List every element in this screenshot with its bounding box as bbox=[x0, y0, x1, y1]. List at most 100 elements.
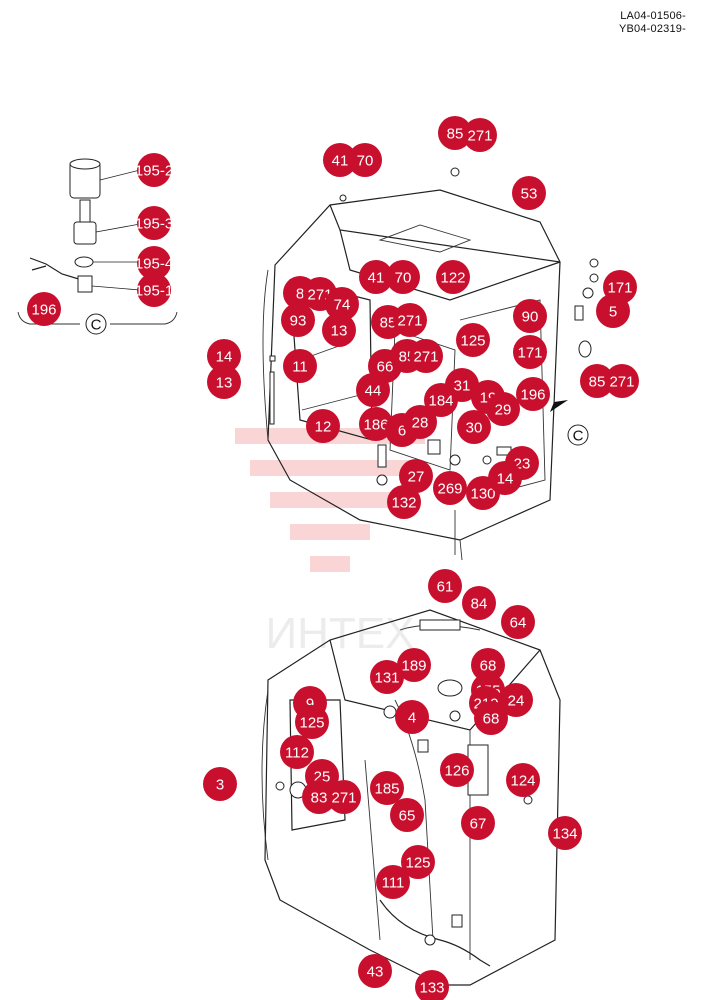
callout-196: 196 bbox=[516, 377, 550, 411]
callout-271: 271 bbox=[327, 780, 361, 814]
callout-label: 30 bbox=[466, 420, 483, 437]
callout-134: 134 bbox=[548, 816, 582, 850]
callout-label: 41 bbox=[332, 153, 349, 170]
callout-label: 9 bbox=[306, 696, 314, 713]
callout-label: 6 bbox=[398, 423, 406, 440]
callout-label: 185 bbox=[374, 781, 399, 798]
callout-85: 85 bbox=[438, 116, 472, 150]
callout-13: 13 bbox=[207, 365, 241, 399]
callout-131: 131 bbox=[370, 660, 404, 694]
callout-41: 41 bbox=[359, 260, 393, 294]
callout-label: 171 bbox=[517, 345, 542, 362]
callout-68: 68 bbox=[471, 648, 505, 682]
callout-label: 68 bbox=[480, 658, 497, 675]
callout-label: 29 bbox=[495, 402, 512, 419]
callout-90: 90 bbox=[513, 299, 547, 333]
callout-125: 125 bbox=[401, 845, 435, 879]
callout-41: 41 bbox=[323, 143, 357, 177]
callout-189: 189 bbox=[397, 648, 431, 682]
callout-label: 11 bbox=[292, 359, 308, 376]
callout-label: 61 bbox=[437, 579, 454, 596]
callout-186: 186 bbox=[359, 407, 393, 441]
callout-label: 195-4 bbox=[135, 256, 173, 273]
callout-122: 122 bbox=[436, 260, 470, 294]
callout-label: 13 bbox=[331, 323, 348, 340]
callout-label: 43 bbox=[367, 964, 384, 981]
callout-label: 124 bbox=[510, 773, 535, 790]
callout-84: 84 bbox=[462, 586, 496, 620]
callout-70: 70 bbox=[348, 143, 382, 177]
callout-171: 171 bbox=[603, 270, 637, 304]
callout-83: 83 bbox=[302, 780, 336, 814]
callout-label: 28 bbox=[412, 415, 429, 432]
callout-3: 3 bbox=[203, 767, 237, 801]
callout-label: 125 bbox=[460, 333, 485, 350]
callout-43: 43 bbox=[358, 954, 392, 988]
callout-61: 61 bbox=[428, 569, 462, 603]
callout-70: 70 bbox=[386, 260, 420, 294]
callout-label: 271 bbox=[609, 374, 634, 391]
callout-label: 271 bbox=[467, 128, 492, 145]
callout-label: 93 bbox=[290, 313, 307, 330]
callout-label: 83 bbox=[311, 790, 328, 807]
callout-label: 130 bbox=[470, 486, 495, 503]
callout-185: 185 bbox=[370, 771, 404, 805]
callout-label: 171 bbox=[607, 280, 632, 297]
callout-label: 13 bbox=[216, 375, 233, 392]
callout-label: 125 bbox=[299, 715, 324, 732]
callout-13: 13 bbox=[322, 313, 356, 347]
callout-label: 66 bbox=[377, 359, 394, 376]
callout-label: 132 bbox=[391, 495, 416, 512]
watermark-text: ИНТЕХ bbox=[266, 609, 415, 658]
callout-271: 271 bbox=[605, 364, 639, 398]
callout-label: 134 bbox=[552, 826, 577, 843]
callout-27: 27 bbox=[399, 459, 433, 493]
callout-68: 68 bbox=[474, 701, 508, 735]
callout-label: 67 bbox=[470, 816, 487, 833]
callout-label: 271 bbox=[331, 790, 356, 807]
callout-271: 271 bbox=[409, 339, 443, 373]
callout-label: 65 bbox=[399, 808, 416, 825]
callout-label: 271 bbox=[397, 313, 422, 330]
callout-label: 84 bbox=[471, 596, 488, 613]
callout-label: 131 bbox=[374, 670, 399, 687]
callout-67: 67 bbox=[461, 806, 495, 840]
callout-label: 112 bbox=[285, 745, 309, 762]
callout-11: 11 bbox=[283, 349, 317, 383]
callout-124: 124 bbox=[506, 763, 540, 797]
callout-195-3: 195-3 bbox=[135, 206, 173, 240]
callout-label: 31 bbox=[454, 378, 471, 395]
callout-label: 27 bbox=[408, 469, 425, 486]
detail-c-arrow-label: C bbox=[573, 428, 584, 445]
callout-label: 85 bbox=[380, 315, 397, 332]
callout-label: 8 bbox=[296, 286, 304, 303]
callout-112: 112 bbox=[280, 735, 314, 769]
callout-label: 196 bbox=[520, 387, 545, 404]
callout-85: 85 bbox=[580, 364, 614, 398]
callout-133: 133 bbox=[415, 970, 449, 1000]
callout-74: 74 bbox=[325, 287, 359, 321]
callout-label: 44 bbox=[365, 383, 382, 400]
callout-30: 30 bbox=[457, 410, 491, 444]
callout-label: 184 bbox=[428, 393, 453, 410]
callout-171: 171 bbox=[513, 335, 547, 369]
callout-label: 196 bbox=[31, 302, 56, 319]
callout-label: 189 bbox=[401, 658, 426, 675]
callout-196: 196 bbox=[27, 292, 61, 326]
callout-195-1: 195-1 bbox=[135, 273, 173, 307]
callout-label: 269 bbox=[437, 481, 462, 498]
callout-label: 186 bbox=[363, 417, 388, 434]
callout-184: 184 bbox=[424, 383, 458, 417]
callout-12: 12 bbox=[306, 409, 340, 443]
callout-28: 28 bbox=[403, 405, 437, 439]
callout-label: 14 bbox=[216, 349, 233, 366]
detail-c-inset: C bbox=[17, 158, 178, 335]
callout-24: 24 bbox=[499, 683, 533, 717]
callout-label: 74 bbox=[334, 297, 351, 314]
callout-label: 122 bbox=[440, 270, 465, 287]
callout-label: 14 bbox=[497, 471, 514, 488]
callout-132: 132 bbox=[387, 485, 421, 519]
